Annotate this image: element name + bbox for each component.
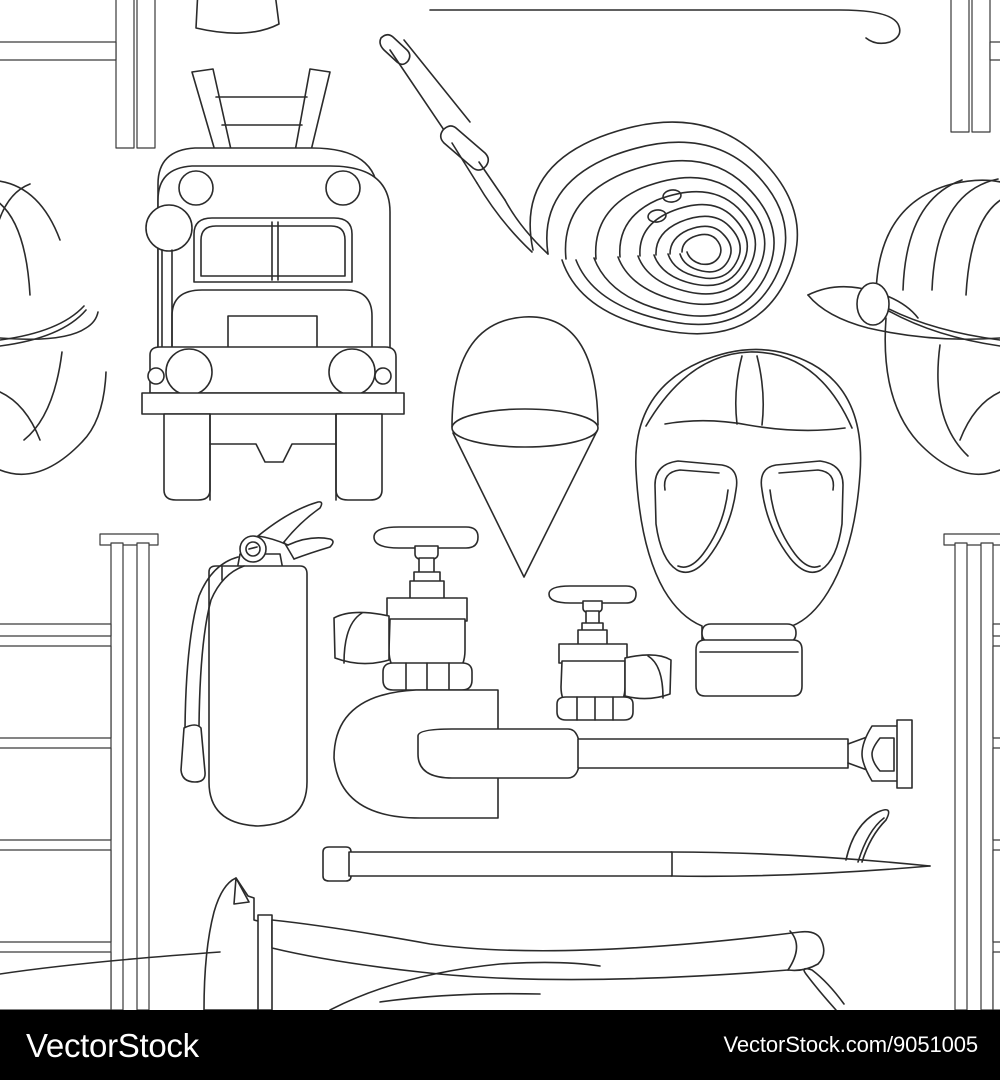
fire-truck: [141, 68, 405, 501]
axe-blade-cropped: [329, 961, 845, 1010]
ladder-left: [0, 533, 159, 1010]
fire-axe: [203, 877, 825, 1010]
fire-extinguisher: [180, 501, 334, 827]
gas-mask: [635, 348, 862, 697]
bucket-top-cropped: [195, 0, 280, 34]
ladder-right: [943, 533, 1000, 1010]
ladder-top-left: [0, 0, 156, 149]
vectorstock-url-text: VectorStock.com/9051005: [723, 1032, 978, 1057]
hydrant-valve-small: [548, 585, 672, 721]
watermark-footer: VectorStock VectorStock.com/9051005: [0, 1010, 1000, 1080]
firefighter-helmet-left: [0, 180, 107, 475]
pike-pole-hook: [322, 809, 931, 882]
fire-hose-coil: [379, 33, 799, 335]
ladder-top-right: [950, 0, 1000, 133]
pattern-illustration: [0, 0, 1000, 1010]
shovel: [333, 689, 913, 819]
seamless-pattern-artboard: [0, 0, 1000, 1010]
firefighter-helmet-right: [807, 178, 1000, 475]
pike-pole-top-cropped: [429, 9, 901, 45]
vectorstock-logo-text: VectorStock: [26, 1026, 199, 1064]
hydrant-valve-large: [333, 526, 479, 691]
edge-fragments: [0, 951, 541, 1003]
fire-bucket-cone: [451, 316, 599, 578]
